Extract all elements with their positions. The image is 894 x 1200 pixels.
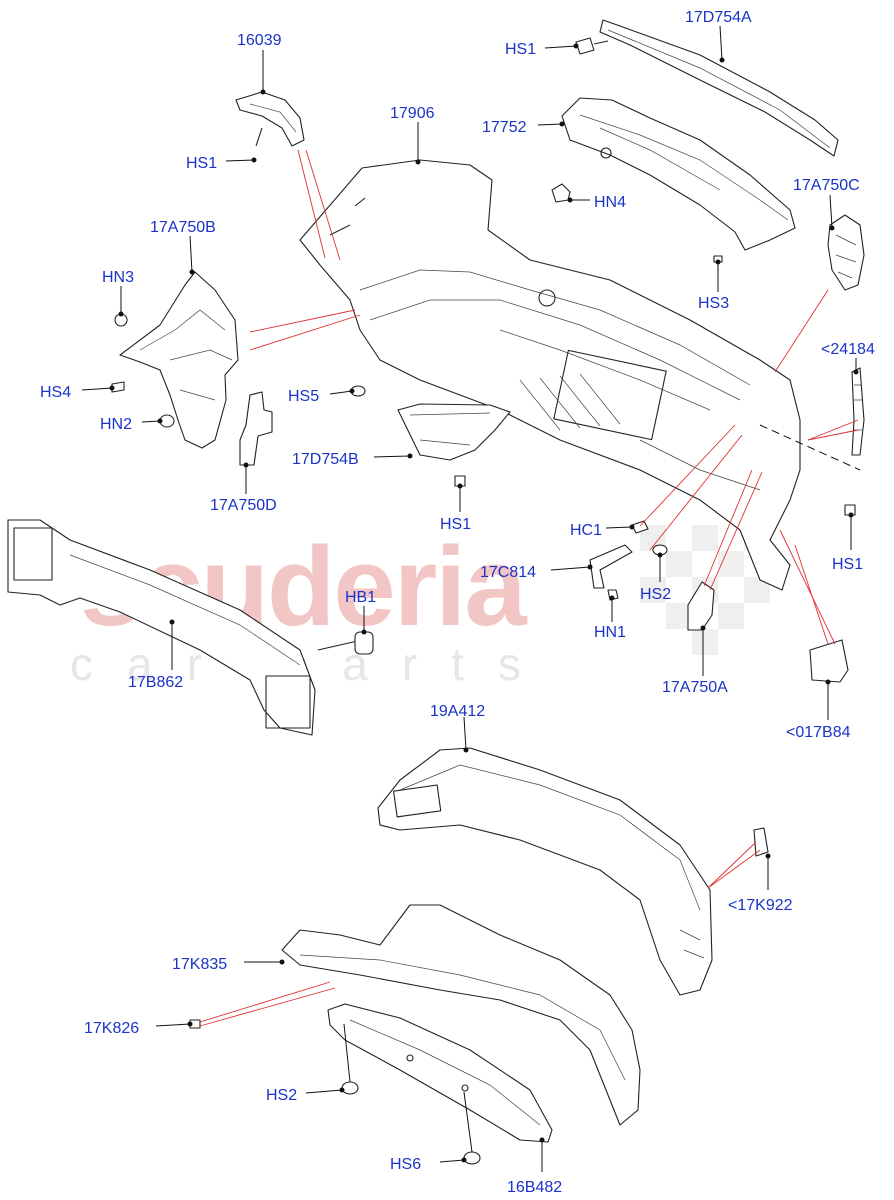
part-24184-bracket: [851, 367, 865, 456]
part-017B84-plate: [809, 639, 849, 683]
label-17K826: 17K826: [84, 1020, 139, 1037]
label-HS3: HS3: [698, 295, 729, 312]
part-HS6-screw: [463, 1151, 481, 1165]
part-17752-bracket: [561, 97, 796, 251]
part-HS1-mid-clip: [454, 475, 466, 487]
label-17A750D: 17A750D: [210, 497, 277, 514]
part-HC1-clip: [631, 520, 649, 534]
label-HS6: HS6: [390, 1156, 421, 1173]
part-labels: 16039 17906 17D754A HS1 17752 HS1 HN4 17…: [40, 9, 875, 1196]
part-17D754B-reflector: [397, 403, 511, 461]
label-24184: <24184: [821, 341, 875, 358]
label-17K835: 17K835: [172, 956, 227, 973]
label-017B84: <017B84: [786, 724, 851, 741]
label-17C814: 17C814: [480, 564, 536, 581]
label-HB1: HB1: [345, 589, 376, 606]
part-17A750C-bracket: [827, 214, 865, 291]
part-17D754A-strip: [599, 19, 839, 157]
label-17K922: <17K922: [728, 897, 793, 914]
label-17D754A: 17D754A: [685, 9, 752, 26]
part-HN4-nut: [551, 183, 571, 203]
label-17A750A: 17A750A: [662, 679, 728, 696]
label-HS5: HS5: [288, 388, 319, 405]
part-16B482-plate: [327, 1003, 553, 1143]
label-HN2: HN2: [100, 416, 132, 433]
part-17A750A-bracket: [687, 581, 715, 631]
label-HC1: HC1: [570, 522, 602, 539]
part-17C814-bracket: [589, 544, 633, 589]
part-19A412-valance: [377, 747, 713, 996]
label-HN1: HN1: [594, 624, 626, 641]
label-HS1-mid: HS1: [440, 516, 471, 533]
part-HS2-bottom-screw: [341, 1081, 359, 1095]
label-16039: 16039: [237, 32, 282, 49]
label-HS2-bottom: HS2: [266, 1087, 297, 1104]
part-HS1-right-clip: [844, 504, 856, 516]
label-17752: 17752: [482, 119, 527, 136]
label-17A750C: 17A750C: [793, 177, 860, 194]
label-17A750B: 17A750B: [150, 219, 216, 236]
label-HN4: HN4: [594, 194, 626, 211]
label-17906: 17906: [390, 105, 435, 122]
label-19A412: 19A412: [430, 703, 485, 720]
label-HS1-right: HS1: [832, 556, 863, 573]
label-17B862: 17B862: [128, 674, 183, 691]
part-17906-bumper-cover: [299, 159, 801, 591]
label-HS1-left: HS1: [186, 155, 217, 172]
label-16B482: 16B482: [507, 1179, 562, 1196]
part-17A750B-bracket: [119, 271, 239, 449]
label-HN3: HN3: [102, 269, 134, 286]
label-HS2-mid: HS2: [640, 586, 671, 603]
label-HS1-top: HS1: [505, 41, 536, 58]
part-HS1-top-clip: [575, 37, 609, 55]
label-HS4: HS4: [40, 384, 71, 401]
part-17K835-diffuser: [281, 904, 641, 1126]
part-17B862-beam: [7, 519, 316, 736]
part-16039-bracket: [235, 91, 305, 147]
reference-lines: [199, 149, 861, 1027]
part-17K922-cap: [753, 827, 769, 857]
leader-lines: [81, 25, 859, 1172]
part-17A750D-bracket: [239, 391, 273, 466]
label-17D754B: 17D754B: [292, 451, 359, 468]
